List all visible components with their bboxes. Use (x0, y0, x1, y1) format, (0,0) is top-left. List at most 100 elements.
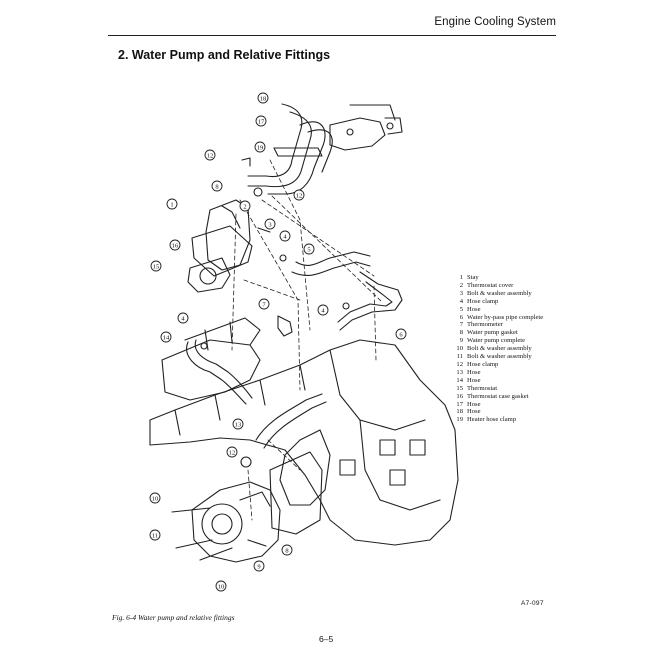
chapter-header: Engine Cooling System (434, 16, 556, 28)
svg-text:8: 8 (215, 184, 218, 191)
legend-item: 7 Thermometer (452, 321, 543, 329)
figure-reference: A7-097 (521, 600, 544, 607)
section-title: 2. Water Pump and Relative Fittings (118, 48, 331, 62)
legend-item: 4 Hose clamp (452, 298, 543, 306)
legend-item: 12 Hose clamp (452, 361, 543, 369)
callout-4a: 4 (279, 230, 291, 242)
legend-item-label: Bolt & washer assembly (467, 289, 532, 297)
legend-item: 6 Water by-pass pipe complete (452, 314, 543, 322)
svg-text:19: 19 (257, 145, 264, 152)
page-number: 6–5 (319, 634, 334, 644)
thermostat-gasket (191, 225, 253, 277)
legend-item-label: Thermostat case gasket (467, 392, 529, 400)
legend-item-label: Hose clamp (467, 360, 499, 368)
legend-item-number: 1 (459, 274, 463, 281)
svg-text:12: 12 (296, 193, 303, 200)
svg-text:13: 13 (235, 422, 242, 429)
svg-text:14: 14 (163, 335, 170, 342)
legend-item-number: 7 (459, 321, 463, 329)
hose-18 (247, 103, 303, 178)
svg-text:11: 11 (152, 533, 158, 540)
hose-5 (295, 251, 371, 266)
legend-item: 16 Thermostat case gasket (452, 393, 543, 401)
callout-10a: 10 (149, 492, 161, 504)
legend-item-label: Hose (467, 376, 481, 384)
svg-text:7: 7 (262, 302, 266, 309)
legend-item: 9 Water pump complete (452, 337, 543, 345)
legend-item-label: Bolt & washer assembly (467, 345, 532, 353)
svg-text:2: 2 (243, 204, 246, 211)
svg-text:12: 12 (229, 450, 236, 457)
svg-text:6: 6 (399, 332, 403, 339)
svg-text:5: 5 (307, 247, 310, 254)
callout-16: 16 (169, 239, 181, 251)
callout-4c: 4 (177, 312, 189, 324)
callout-9: 9 (253, 560, 265, 572)
bolt-11 (175, 539, 213, 549)
legend-item: 1 Stay (452, 274, 543, 282)
legend-item-label: Thermostat (467, 384, 498, 392)
stay-bracket (329, 117, 386, 151)
legend-item-label: Hose (467, 408, 481, 416)
legend-item-number: 4 (459, 297, 463, 305)
legend-item-number: 6 (459, 313, 463, 321)
svg-text:4: 4 (283, 234, 287, 241)
legend-item-number: 19 (456, 416, 463, 424)
callout-15: 15 (150, 260, 162, 272)
legend-item-number: 16 (456, 392, 463, 400)
callout-1: 1 (166, 198, 178, 210)
callout-10b: 10 (215, 580, 227, 592)
legend-item-label: Water pump complete (467, 337, 526, 345)
callout-19: 19 (254, 141, 266, 153)
hose-13 (255, 393, 323, 441)
svg-text:4: 4 (321, 308, 325, 315)
callout-17: 17 (255, 115, 267, 127)
callout-11: 11 (149, 529, 161, 541)
callout-8b: 8 (281, 544, 293, 556)
callout-3: 3 (264, 218, 276, 230)
svg-text:8: 8 (285, 548, 288, 555)
svg-text:10: 10 (218, 584, 225, 591)
callout-6: 6 (395, 328, 407, 340)
callout-4b: 4 (317, 304, 329, 316)
legend-item-label: Hose clamp (467, 297, 499, 305)
svg-text:16: 16 (172, 243, 179, 250)
legend-item-number: 10 (456, 345, 463, 353)
svg-text:17: 17 (258, 119, 265, 126)
legend-item-number: 17 (456, 400, 463, 408)
legend-item-number: 9 (459, 337, 463, 345)
legend-item-label: Stay (467, 274, 479, 281)
legend-item-number: 2 (459, 281, 463, 289)
header-divider (108, 35, 556, 36)
bolt-3 (257, 227, 271, 233)
thermostat (187, 257, 231, 293)
callout-7: 7 (258, 298, 270, 310)
legend-item-label: Hose (467, 400, 481, 408)
legend-item-label: Hose (467, 368, 481, 376)
callout-5: 5 (303, 243, 315, 255)
water-pump-gasket (269, 451, 323, 535)
legend-item-label: Hose (467, 305, 481, 313)
hose-clamp-4 (279, 254, 287, 262)
svg-text:3: 3 (268, 222, 271, 229)
water-pump (191, 481, 281, 563)
legend-item-label: Water by-pass pipe complete (467, 313, 544, 321)
engine-block (149, 339, 459, 546)
bypass-pipe (339, 271, 403, 331)
legend-item-number: 12 (456, 360, 463, 368)
callout-12a: 12 (204, 149, 216, 161)
legend-item-label: Bolt & washer assembly (467, 353, 532, 361)
legend-item-label: Thermometer (467, 321, 503, 329)
svg-text:12: 12 (207, 153, 214, 160)
